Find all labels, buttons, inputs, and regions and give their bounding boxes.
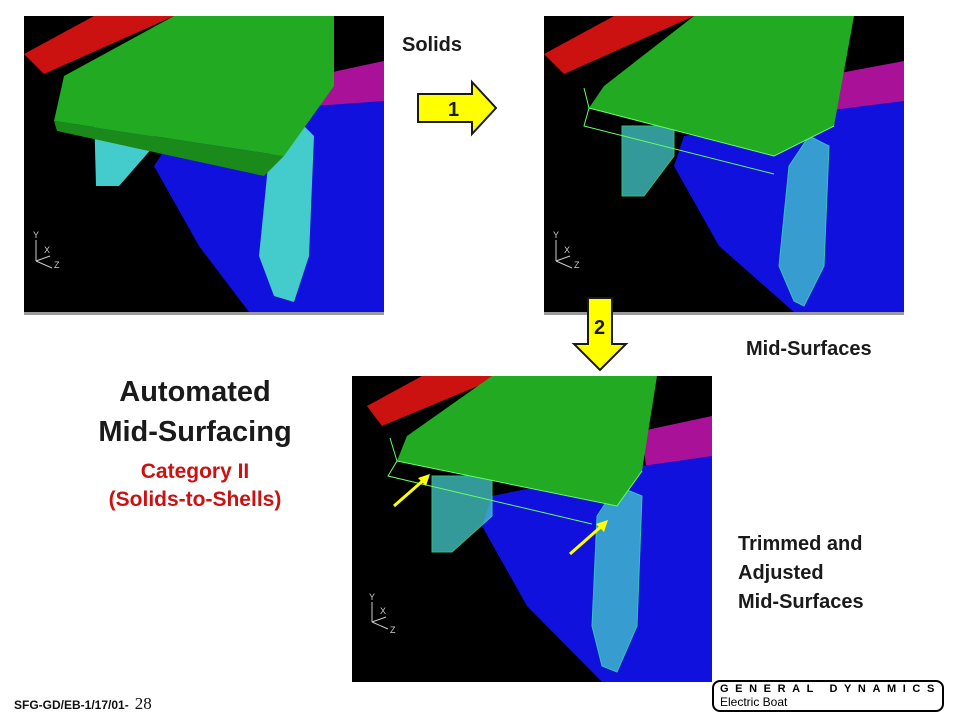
- svg-text:X: X: [380, 606, 386, 616]
- down-arrow-icon: 2: [571, 297, 629, 372]
- category-line2: (Solids-to-Shells): [108, 488, 282, 511]
- mid-surfaces-label: Mid-Surfaces: [746, 338, 872, 360]
- category-line1: Category II: [140, 460, 250, 483]
- axis-triad-icon: [35, 240, 53, 269]
- page-title-line2: Mid-Surfacing: [98, 416, 292, 448]
- right-arrow-icon: 1: [417, 79, 498, 137]
- svg-text:Z: Z: [54, 260, 60, 270]
- svg-text:Z: Z: [390, 625, 396, 635]
- solids-render: Y X Z: [24, 16, 384, 312]
- solids-label: Solids: [402, 34, 463, 56]
- general-dynamics-logo: GENERAL DYNAMICS Electric Boat: [712, 680, 944, 712]
- svg-text:Y: Y: [33, 230, 39, 240]
- render-underline: [24, 312, 384, 315]
- axis-triad-icon: [555, 240, 573, 269]
- svg-text:2: 2: [594, 317, 605, 339]
- page-title-line1: Automated: [119, 376, 271, 408]
- footer-reference: SFG-GD/EB-1/17/01-28: [14, 694, 152, 713]
- svg-text:Z: Z: [574, 260, 580, 270]
- trimmed-model-image: Y X Z: [367, 376, 712, 682]
- pointer-arrow-icon: [569, 520, 608, 556]
- trimmed-render: Y X Z: [352, 376, 712, 682]
- pointer-arrow-icon: [393, 474, 430, 508]
- mid-surfaces-model-image: Y X Z: [544, 16, 904, 312]
- svg-text:Y: Y: [369, 592, 375, 602]
- svg-text:X: X: [564, 245, 570, 255]
- mid-surfaces-render: Y X Z: [544, 16, 904, 312]
- axis-triad-icon: [371, 602, 389, 630]
- page-number: 28: [134, 694, 152, 713]
- svg-text:1: 1: [448, 99, 459, 121]
- trimmed-label: Trimmed and Adjusted Mid-Surfaces: [738, 533, 864, 613]
- title-block: Automated Mid-Surfacing Category II (Sol…: [60, 372, 330, 514]
- solids-model-image: Y X Z: [24, 16, 384, 312]
- svg-text:Y: Y: [553, 230, 559, 240]
- svg-text:X: X: [44, 245, 50, 255]
- render-underline: [544, 312, 904, 315]
